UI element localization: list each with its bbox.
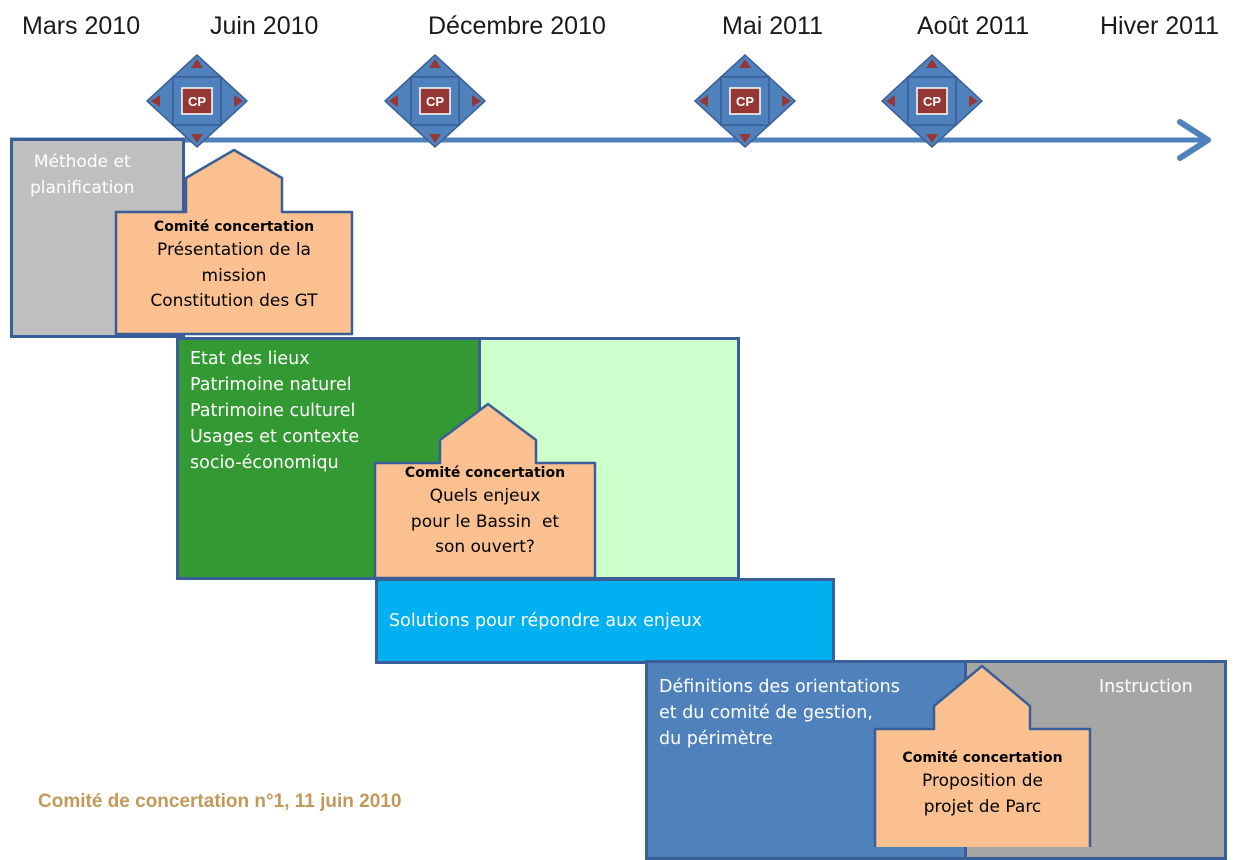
- timeline-date-mars-2010: Mars 2010: [22, 12, 141, 40]
- phase-etat-line: Usages et contexte: [190, 427, 360, 447]
- committee-1-line: Présentation de la: [157, 240, 311, 260]
- phase-definitions-line: Définitions des orientations: [659, 677, 900, 697]
- committee-3-callout: Comité concertation Proposition de proje…: [875, 747, 1090, 820]
- phase-methode-label: Méthode et planification: [30, 149, 134, 201]
- committee-2-arrow: [373, 402, 597, 580]
- timeline-date-mai-2011: Mai 2011: [722, 12, 823, 40]
- phase-methode-line: Méthode et: [33, 152, 131, 172]
- committee-3-title: Comité concertation: [902, 750, 1063, 766]
- timeline-date-hiver-2011: Hiver 2011: [1100, 12, 1220, 40]
- committee-3-line: projet de Parc: [923, 796, 1042, 817]
- phase-etat-label: Etat des lieux Patrimoine naturel Patrim…: [190, 346, 359, 476]
- committee-3-arrow: [873, 664, 1092, 847]
- committee-2-callout: Comité concertation Quels enjeux pour le…: [375, 462, 595, 561]
- committee-1-line: Constitution des GT: [150, 291, 318, 311]
- timeline-date-juin-2010: Juin 2010: [210, 12, 319, 40]
- committee-2-title: Comité concertation: [404, 465, 566, 481]
- phase-definitions-line: et du comité de gestion,: [659, 703, 873, 723]
- phase-instruction-label: Instruction: [1099, 677, 1193, 697]
- phase-definitions-label: Définitions des orientations et du comit…: [659, 674, 900, 752]
- committee-1-title: Comité concertation: [153, 219, 315, 235]
- committee-3-line: Proposition de: [922, 771, 1043, 791]
- phase-etat-line: socio-économiqu: [190, 453, 339, 473]
- footer-caption: Comité de concertation n°1, 11 juin 2010: [38, 791, 402, 812]
- phase-solutions-label: Solutions pour répondre aux enjeux: [389, 611, 703, 631]
- timeline-date-decembre-2010: Décembre 2010: [428, 12, 606, 40]
- phase-methode-line: planification: [30, 178, 135, 198]
- phase-etat-line: Patrimoine culturel: [190, 401, 356, 421]
- phase-solutions: [375, 578, 835, 664]
- committee-2-line: Quels enjeux: [429, 486, 541, 506]
- phase-definitions-line: du périmètre: [659, 729, 773, 749]
- phase-etat-line: Etat des lieux: [190, 349, 310, 369]
- committee-2-line: son ouvert?: [435, 537, 535, 557]
- cp-milestone-1: [146, 54, 248, 148]
- committee-1-line: mission: [201, 265, 267, 286]
- committee-1-arrow: [114, 148, 354, 336]
- cp-milestone-3: [694, 54, 796, 148]
- phase-etat-line: Patrimoine naturel: [190, 375, 352, 395]
- committee-1-callout: Comité concertation Présentation de la m…: [116, 216, 352, 315]
- cp-milestone-2: [384, 54, 486, 148]
- committee-2-line: pour le Bassin et: [410, 511, 560, 532]
- timeline-date-aout-2011: Août 2011: [917, 12, 1030, 40]
- cp-milestone-4: [881, 54, 983, 148]
